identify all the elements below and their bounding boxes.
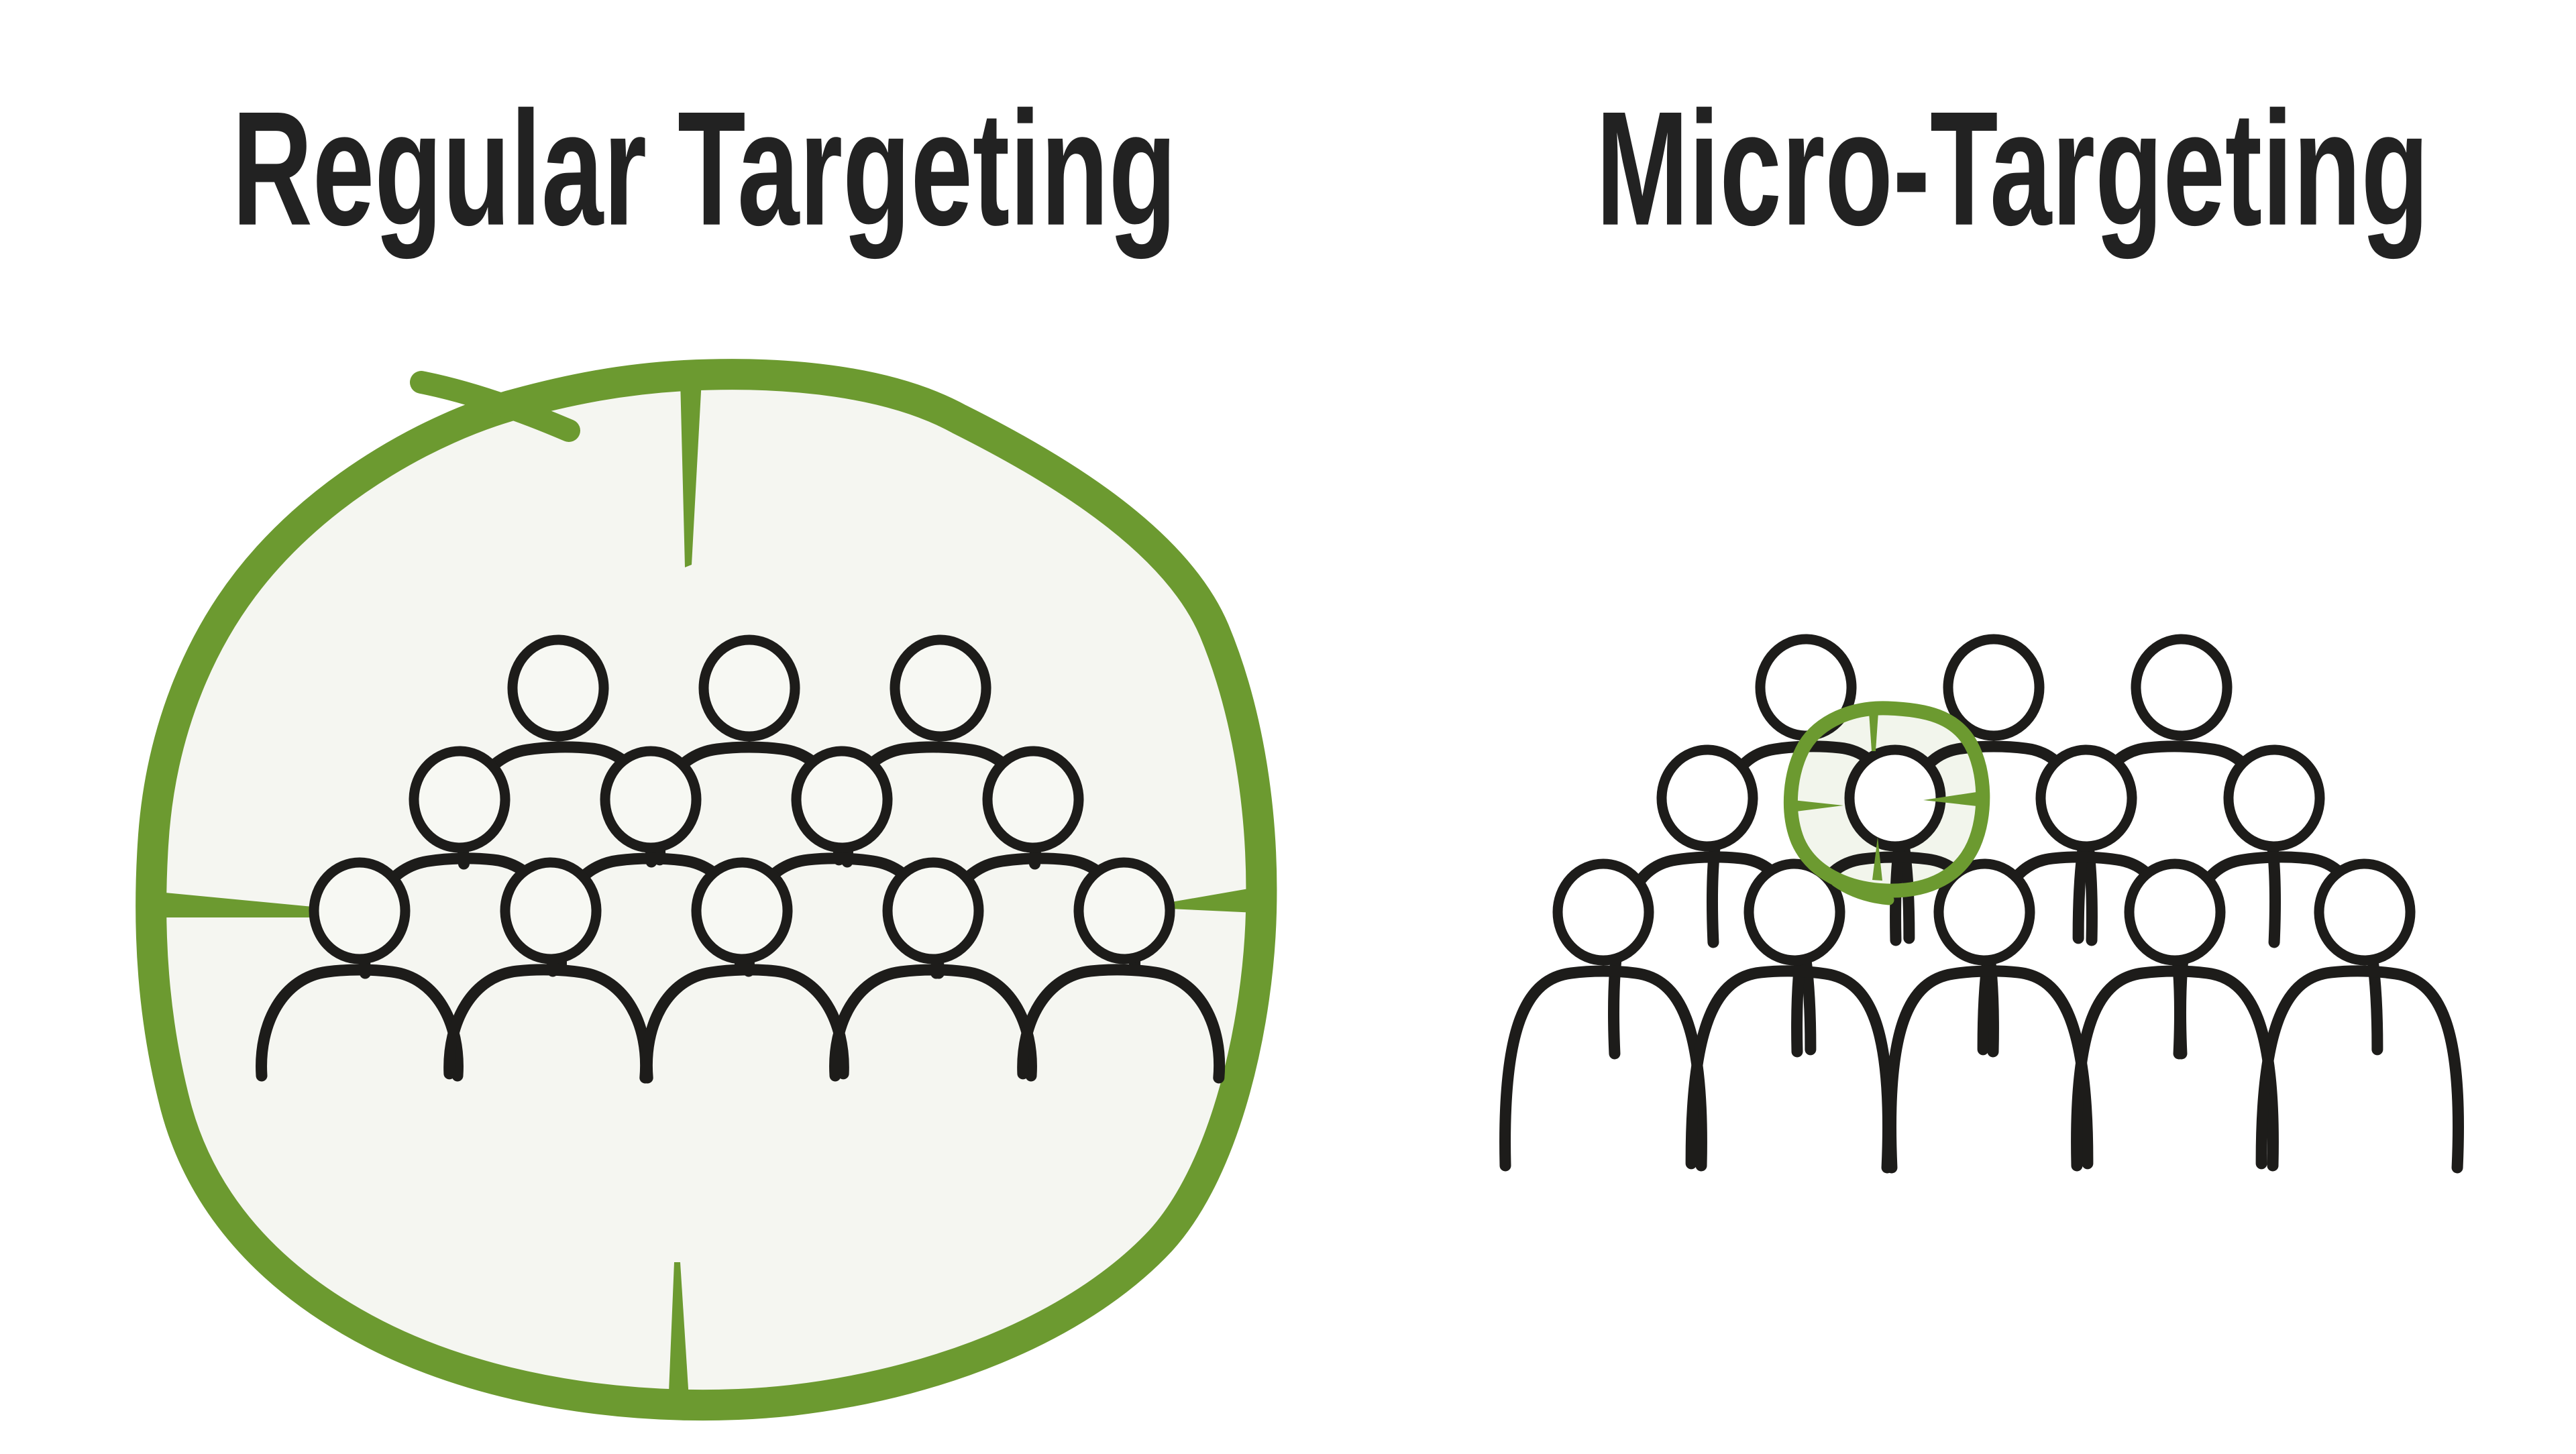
person-head: [691, 857, 793, 964]
person-body: [641, 964, 849, 1084]
person: [829, 857, 1037, 1082]
person: [1685, 858, 1894, 1174]
person-body: [1017, 964, 1226, 1084]
person-head: [2314, 858, 2416, 966]
crowd-micro: [1499, 634, 2465, 1174]
person-head: [1073, 857, 1175, 964]
person-head: [698, 634, 800, 742]
micro-targeting-figure: [1499, 634, 2465, 1174]
person-body: [443, 964, 652, 1084]
person-head: [309, 857, 411, 964]
person-head: [409, 746, 511, 853]
person: [1017, 857, 1226, 1084]
crowd-regular: [256, 634, 1226, 1084]
crosshair-tick-left: [158, 892, 314, 917]
regular-targeting-title: Regular Targeting: [231, 78, 1177, 260]
crosshair-tick-bottom: [668, 1262, 690, 1410]
person: [1499, 858, 1707, 1172]
person-head: [2035, 744, 2137, 852]
person-body: [1685, 965, 1894, 1174]
person-head: [2124, 858, 2226, 966]
person: [2071, 858, 2279, 1172]
person-head: [1743, 858, 1845, 966]
person-head: [1933, 858, 2035, 966]
person: [443, 857, 652, 1084]
person-head: [791, 746, 893, 853]
ring-tick-left: [1785, 799, 1843, 813]
person: [2255, 858, 2465, 1174]
person-head: [500, 857, 602, 964]
person-head: [890, 634, 991, 742]
ring-tick-bottom: [1872, 837, 1882, 881]
person-body: [1884, 965, 2094, 1174]
person-body: [2255, 965, 2465, 1174]
person: [1884, 858, 2094, 1174]
ring-tick-top: [1869, 712, 1878, 751]
person-head: [600, 746, 702, 853]
person-head: [2131, 634, 2233, 741]
micro-targeting-title: Micro-Targeting: [1596, 78, 2429, 260]
small-target-circle: [1783, 701, 1990, 898]
person-head: [1552, 858, 1654, 966]
person: [256, 857, 464, 1082]
circle-stroke-overshoot: [410, 371, 580, 442]
person-body: [256, 964, 464, 1082]
person-head: [982, 746, 1084, 853]
person: [641, 857, 849, 1084]
ring-tick-right: [1923, 791, 1983, 807]
person-body: [829, 964, 1037, 1082]
person-head: [1943, 634, 2045, 741]
ring-stroke-overshoot: [1831, 877, 1894, 905]
person-head: [507, 634, 609, 742]
crosshair-tick-top: [680, 380, 702, 567]
person-body: [1499, 965, 1707, 1172]
person-body: [2071, 965, 2279, 1172]
person-head: [2223, 744, 2325, 852]
regular-targeting-figure: [136, 359, 1277, 1421]
person-head: [1656, 744, 1758, 852]
person-head: [882, 857, 984, 964]
person-head: [1844, 744, 1946, 852]
